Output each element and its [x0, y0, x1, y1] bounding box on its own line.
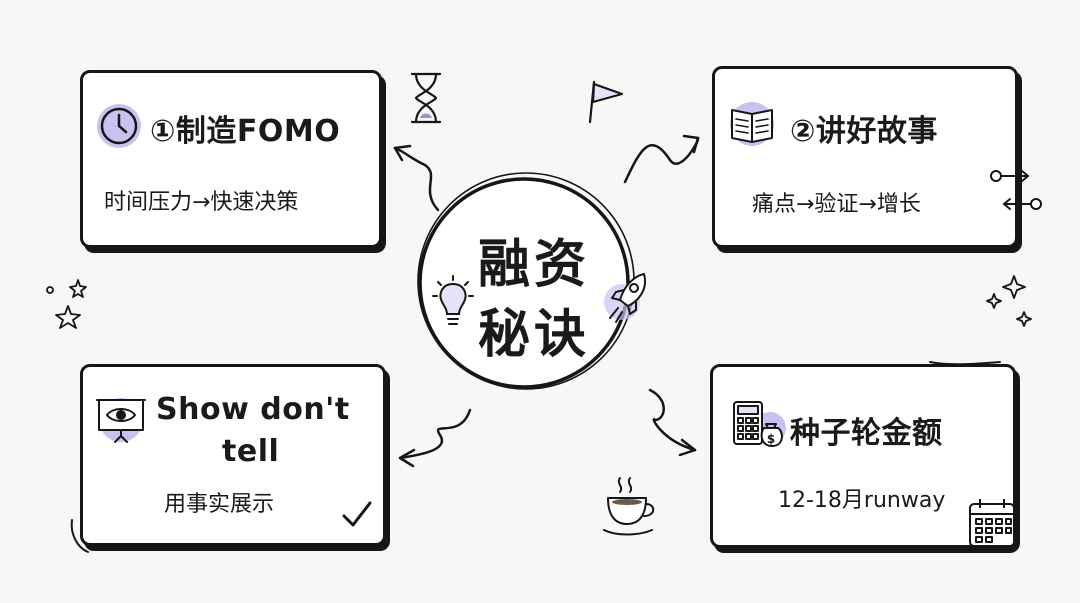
open-book-icon — [730, 102, 774, 146]
flow-arrows-icon — [990, 170, 1042, 210]
hourglass-icon — [410, 72, 442, 124]
coffee-cup-icon — [603, 477, 655, 536]
card-create-fomo-subtitle: 时间压力→快速决策 — [104, 190, 299, 215]
card-show-dont-tell-title-line2: tell — [222, 434, 280, 469]
calculator-money-icon: $ — [733, 401, 786, 447]
card-seed-round-subtitle: 12-18月runway — [778, 488, 946, 513]
card-tell-story-subtitle: 痛点→验证→增长 — [752, 192, 921, 217]
flag-icon — [588, 80, 624, 124]
center-circle — [417, 172, 635, 390]
card-create-fomo-title: ①制造FOMO — [150, 114, 341, 149]
sparkles-right-icon — [986, 275, 1032, 327]
card-show-dont-tell — [80, 364, 386, 546]
card-seed-round — [710, 364, 1016, 548]
lightbulb-icon — [432, 275, 474, 325]
center-title-line1: 融资 — [478, 235, 591, 295]
card-show-dont-tell-title-line1: Show don't — [156, 392, 350, 427]
card-create-fomo — [80, 70, 382, 248]
card-seed-round-title: 种子轮金额 — [790, 416, 943, 451]
svg-text:$: $ — [767, 432, 775, 446]
checkmark-icon — [342, 501, 372, 527]
card-tell-story-title: ②讲好故事 — [790, 114, 938, 149]
card-show-dont-tell-subtitle: 用事实展示 — [164, 492, 275, 517]
presentation-eye-icon — [96, 398, 146, 443]
center-title-line2: 秘诀 — [478, 305, 591, 365]
rocket-icon — [604, 273, 646, 323]
calendar-icon — [969, 499, 1015, 547]
card-tell-story — [712, 66, 1018, 248]
clock-icon — [97, 104, 141, 148]
stars-left-icon — [46, 279, 87, 329]
